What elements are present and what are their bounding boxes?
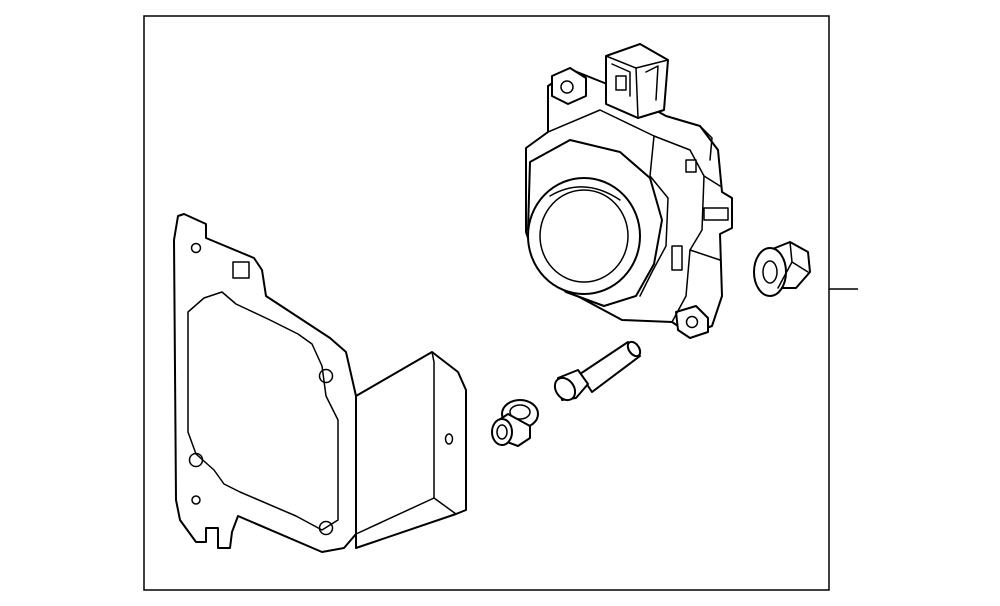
flange-nut xyxy=(753,241,811,297)
mounting-bracket xyxy=(173,213,467,553)
bolt xyxy=(491,399,539,447)
diagram-border xyxy=(143,15,830,591)
stud-pin xyxy=(553,340,642,402)
radar-sensor-unit xyxy=(525,43,733,339)
